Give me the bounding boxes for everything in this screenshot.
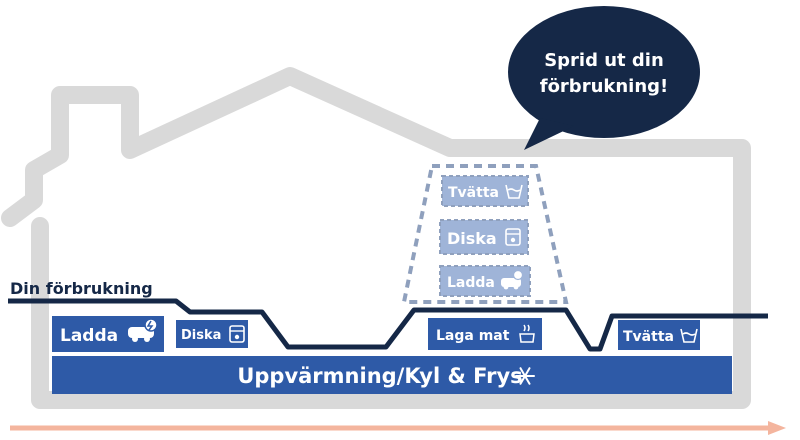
dishwasher-icon [229, 325, 245, 343]
base-load-bar [52, 356, 732, 394]
base-load-label: Uppvärmning/Kyl & Frys [237, 364, 522, 388]
snowflake-icon [515, 367, 535, 385]
block-diska-label: Diska [181, 328, 221, 343]
block-laga-mat-label: Laga mat [436, 328, 510, 344]
dishwasher-icon [505, 228, 521, 246]
peak-tvatta-label: Tvätta [448, 185, 499, 201]
bubble-line-2: förbrukning! [540, 76, 669, 97]
block-laga-mat: Laga mat [428, 318, 542, 350]
block-ladda: Ladda [52, 316, 164, 352]
house-roof [1, 67, 751, 409]
cooking-pot-icon [519, 324, 535, 343]
block-diska: Diska [176, 320, 248, 348]
block-tvatta-label: Tvätta [623, 329, 674, 345]
peak-ladda-label: Ladda [447, 275, 495, 291]
peak-diska: Diska [439, 219, 529, 255]
peak-diska-label: Diska [447, 229, 497, 248]
curve-label: Din förbrukning [10, 279, 153, 298]
peak-stack-outline [401, 164, 569, 304]
block-ladda-label: Ladda [60, 326, 118, 346]
consumption-curve [8, 298, 768, 352]
ev-charging-icon [501, 269, 524, 290]
peak-tvatta: Tvätta [441, 175, 529, 207]
timeline-arrow [10, 421, 786, 435]
ev-charging-icon [128, 318, 158, 342]
bubble-line-1: Sprid ut din [544, 50, 664, 71]
speech-bubble: Sprid ut din förbrukning! [508, 6, 700, 150]
washing-basin-icon [505, 184, 523, 199]
peak-ladda: Ladda [439, 265, 531, 297]
washing-basin-icon [680, 328, 698, 343]
block-tvatta: Tvätta [618, 320, 700, 350]
